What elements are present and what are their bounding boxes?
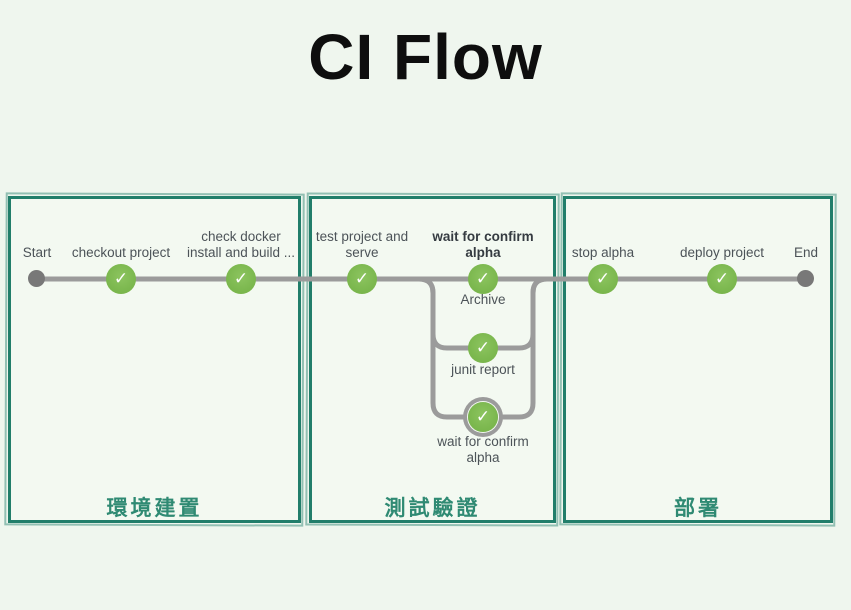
stage-box-deploy: [563, 196, 833, 523]
branch-label-archive: Archive: [460, 292, 506, 307]
step-label-test-serve: test project and serve: [315, 229, 409, 260]
branch-label-wait-confirm: wait for confirm alpha: [437, 434, 529, 465]
step-node-test-serve: ✓: [347, 264, 377, 294]
step-label-docker-build: check docker install and build ...: [186, 229, 296, 260]
check-icon: ✓: [595, 268, 611, 288]
start-label: Start: [22, 245, 52, 260]
stage-box-setup: [8, 196, 301, 523]
page-title: CI Flow: [308, 21, 543, 93]
step-node-stop-alpha: ✓: [588, 264, 618, 294]
stage-caption-test: 測試驗證: [384, 497, 481, 520]
step-node-docker-build: ✓: [226, 264, 256, 294]
step-label-stop-alpha: stop alpha: [571, 245, 635, 260]
stage-caption-setup: 環境建置: [106, 497, 203, 520]
step-node-deploy: ✓: [707, 264, 737, 294]
branch-node-junit: ✓: [468, 333, 498, 363]
check-icon: ✓: [475, 337, 491, 357]
branch-node-wait-confirm: ✓: [468, 402, 498, 432]
end-node: [797, 270, 814, 287]
start-node: [28, 270, 45, 287]
step-label-wait-confirm: wait for confirm alpha: [432, 229, 534, 260]
end-label: End: [793, 245, 819, 260]
step-label-checkout: checkout project: [71, 245, 171, 260]
check-icon: ✓: [113, 268, 129, 288]
check-icon: ✓: [475, 406, 491, 426]
stage-caption-deploy: 部署: [674, 497, 722, 520]
check-icon: ✓: [475, 268, 491, 288]
branch-node-archive: ✓: [468, 264, 498, 294]
step-node-checkout: ✓: [106, 264, 136, 294]
check-icon: ✓: [714, 268, 730, 288]
branch-label-junit: junit report: [451, 362, 515, 377]
step-label-deploy: deploy project: [679, 245, 765, 260]
check-icon: ✓: [233, 268, 249, 288]
check-icon: ✓: [354, 268, 370, 288]
